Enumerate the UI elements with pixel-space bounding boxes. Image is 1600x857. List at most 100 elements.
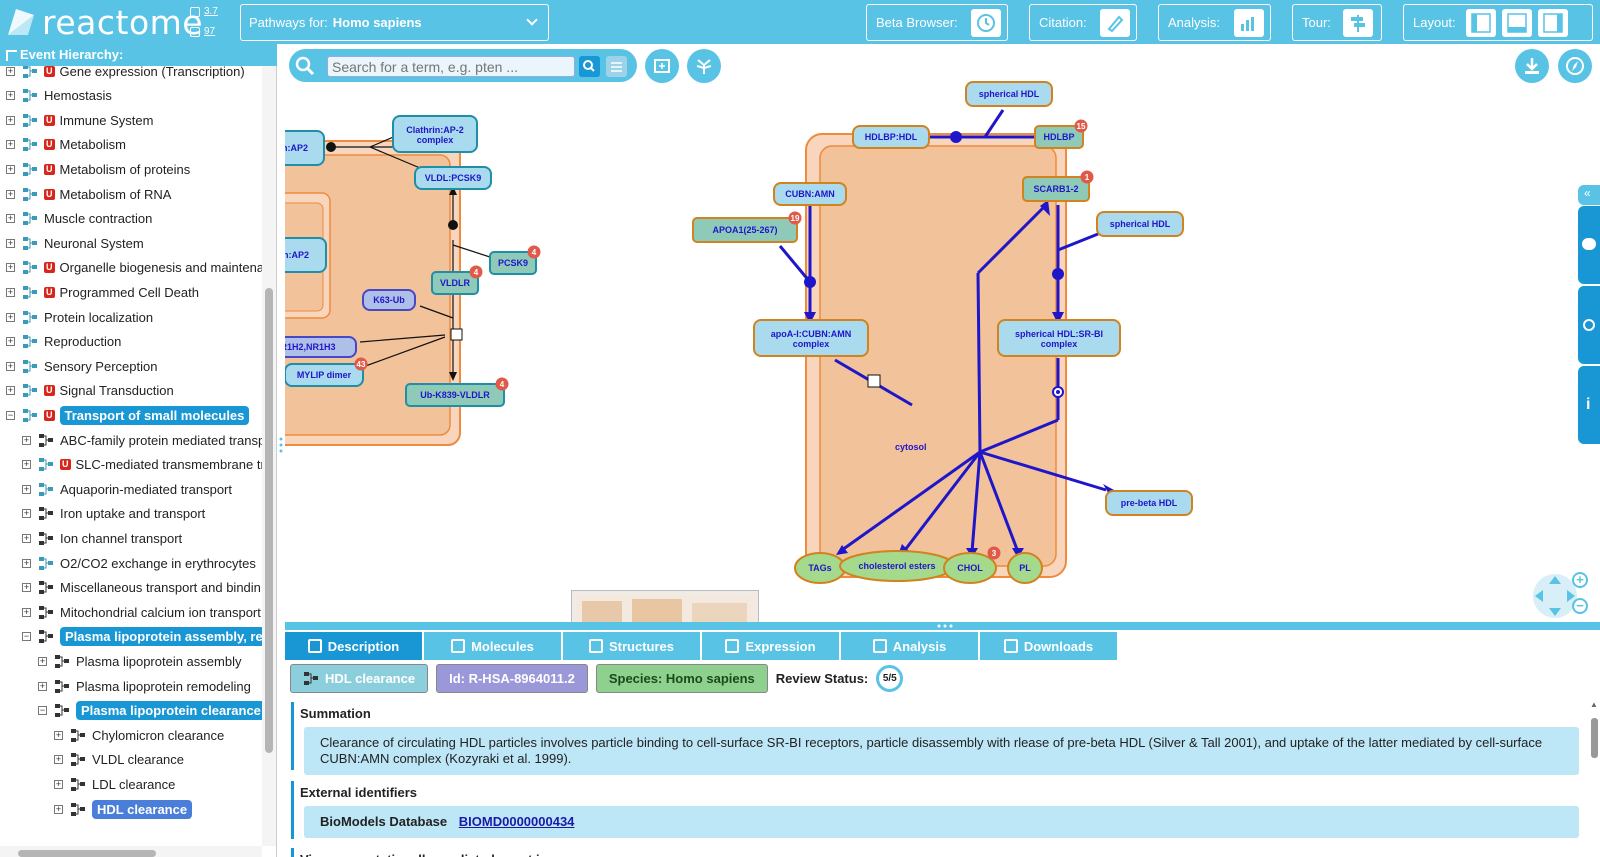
node-shape[interactable] [285,336,357,358]
node-shape[interactable] [753,319,869,357]
tab-downloads[interactable]: Downloads [980,632,1117,660]
data-version[interactable]: 97 [190,26,215,37]
expand-icon[interactable]: + [6,90,15,101]
diagram-node[interactable]: APOA1(25-267)19 [692,211,802,243]
side-tab-palette[interactable] [1578,206,1600,284]
diagram-node[interactable]: cholesterol esters [839,550,955,582]
tree-item[interactable]: +VLDL clearance [54,749,184,771]
tree-horizontal-scrollbar[interactable] [0,846,262,857]
node-shape[interactable] [431,271,479,295]
biomodels-link[interactable]: BIOMD0000000434 [458,814,575,829]
expand-icon[interactable]: + [22,606,31,617]
tree-item[interactable]: +ABC-family protein mediated transp [22,429,262,451]
node-shape[interactable] [362,289,416,311]
interactor-badge[interactable] [527,245,541,259]
interactor-badge[interactable] [1080,170,1094,184]
scrollbar-thumb[interactable] [1591,718,1598,758]
expand-icon[interactable]: + [6,336,15,347]
beta-browser-button[interactable]: Beta Browser: [866,4,1008,41]
search-options-button[interactable] [606,56,627,77]
tree-item[interactable]: +Protein localization [6,306,153,328]
pan-control[interactable] [1533,574,1577,618]
tree-item[interactable]: +Hemostasis [6,85,112,107]
interactor-badge[interactable] [354,357,368,371]
expand-icon[interactable]: + [6,139,15,150]
layout-left-icon[interactable] [1466,9,1496,37]
collapse-side-panel-button[interactable]: « [1578,185,1600,205]
diagram-node[interactable]: spherical HDL [1096,211,1184,237]
expand-icon[interactable]: + [38,655,47,666]
tree-item[interactable]: +O2/CO2 exchange in erythrocytes [22,552,256,574]
layout-bottom-icon[interactable] [1502,9,1532,37]
node-shape[interactable] [852,125,930,149]
tree-item[interactable]: +Sensory Perception [6,355,157,377]
search-go-button[interactable] [579,56,600,77]
expand-icon[interactable]: + [54,778,63,789]
node-shape[interactable] [997,319,1121,357]
expand-icon[interactable]: + [22,557,31,568]
tree-item[interactable]: +Ion channel transport [22,527,182,549]
expand-icon[interactable]: + [6,385,15,396]
expand-icon[interactable]: + [22,582,31,593]
review-status-badge[interactable]: 5/5 [876,665,904,692]
interactor-badge[interactable] [788,211,802,225]
scrollbar-thumb[interactable] [265,288,273,753]
interactor-badge[interactable] [495,377,509,391]
diagram-node[interactable]: spherical HDL [965,81,1053,107]
expand-icon[interactable]: + [6,213,15,224]
zoom-out-button[interactable]: − [1572,598,1588,614]
node-shape[interactable] [1105,490,1193,516]
diagram-node[interactable]: CUBN:AMN [773,182,847,206]
tree-item[interactable]: +Plasma lipoprotein assembly [38,650,241,672]
db-version[interactable]: 3.7 [190,6,218,17]
tab-structures[interactable]: Structures [563,632,700,660]
expand-icon[interactable]: + [6,311,15,322]
diagram-thumbnail[interactable] [571,590,759,622]
interactor-badge[interactable] [469,265,483,279]
tree-item[interactable]: −Plasma lipoprotein assembly, re [22,626,262,648]
node-shape[interactable] [692,217,798,243]
expand-icon[interactable]: + [38,680,47,691]
tree-item[interactable]: +Mitochondrial calcium ion transport [22,601,261,623]
diagram-node[interactable]: K63-Ub [362,289,416,311]
species-selector[interactable]: Pathways for: Homo sapiens [240,4,549,41]
node-shape[interactable] [392,115,478,153]
diagram-node[interactable]: PL [1007,552,1043,584]
expand-icon[interactable]: + [54,729,63,740]
expand-icon[interactable]: + [6,360,15,371]
node-shape[interactable] [405,383,505,407]
expand-icon[interactable]: + [22,459,31,470]
node-shape[interactable] [489,251,537,275]
tree-item[interactable]: +Iron uptake and transport [22,503,205,525]
download-diagram-button[interactable] [1515,49,1549,83]
node-shape[interactable] [414,166,492,190]
details-scrollbar[interactable]: ▲ [1588,700,1600,857]
expand-icon[interactable]: + [22,508,31,519]
side-tab-share[interactable] [1578,286,1600,364]
collapse-icon[interactable]: − [38,705,47,716]
tree-item[interactable]: +Aquaporin-mediated transport [22,478,232,500]
tour-button[interactable]: Tour: [1292,4,1382,41]
expand-icon[interactable]: + [6,66,15,76]
layout-right-icon[interactable] [1538,9,1568,37]
search-input[interactable] [327,56,575,77]
collapse-icon[interactable]: − [6,409,15,420]
tree-item[interactable]: +Neuronal System [6,232,144,254]
interactor-badge[interactable] [987,546,1001,560]
details-splitter[interactable] [285,622,1600,630]
reactome-logo[interactable]: reactome [4,3,203,42]
